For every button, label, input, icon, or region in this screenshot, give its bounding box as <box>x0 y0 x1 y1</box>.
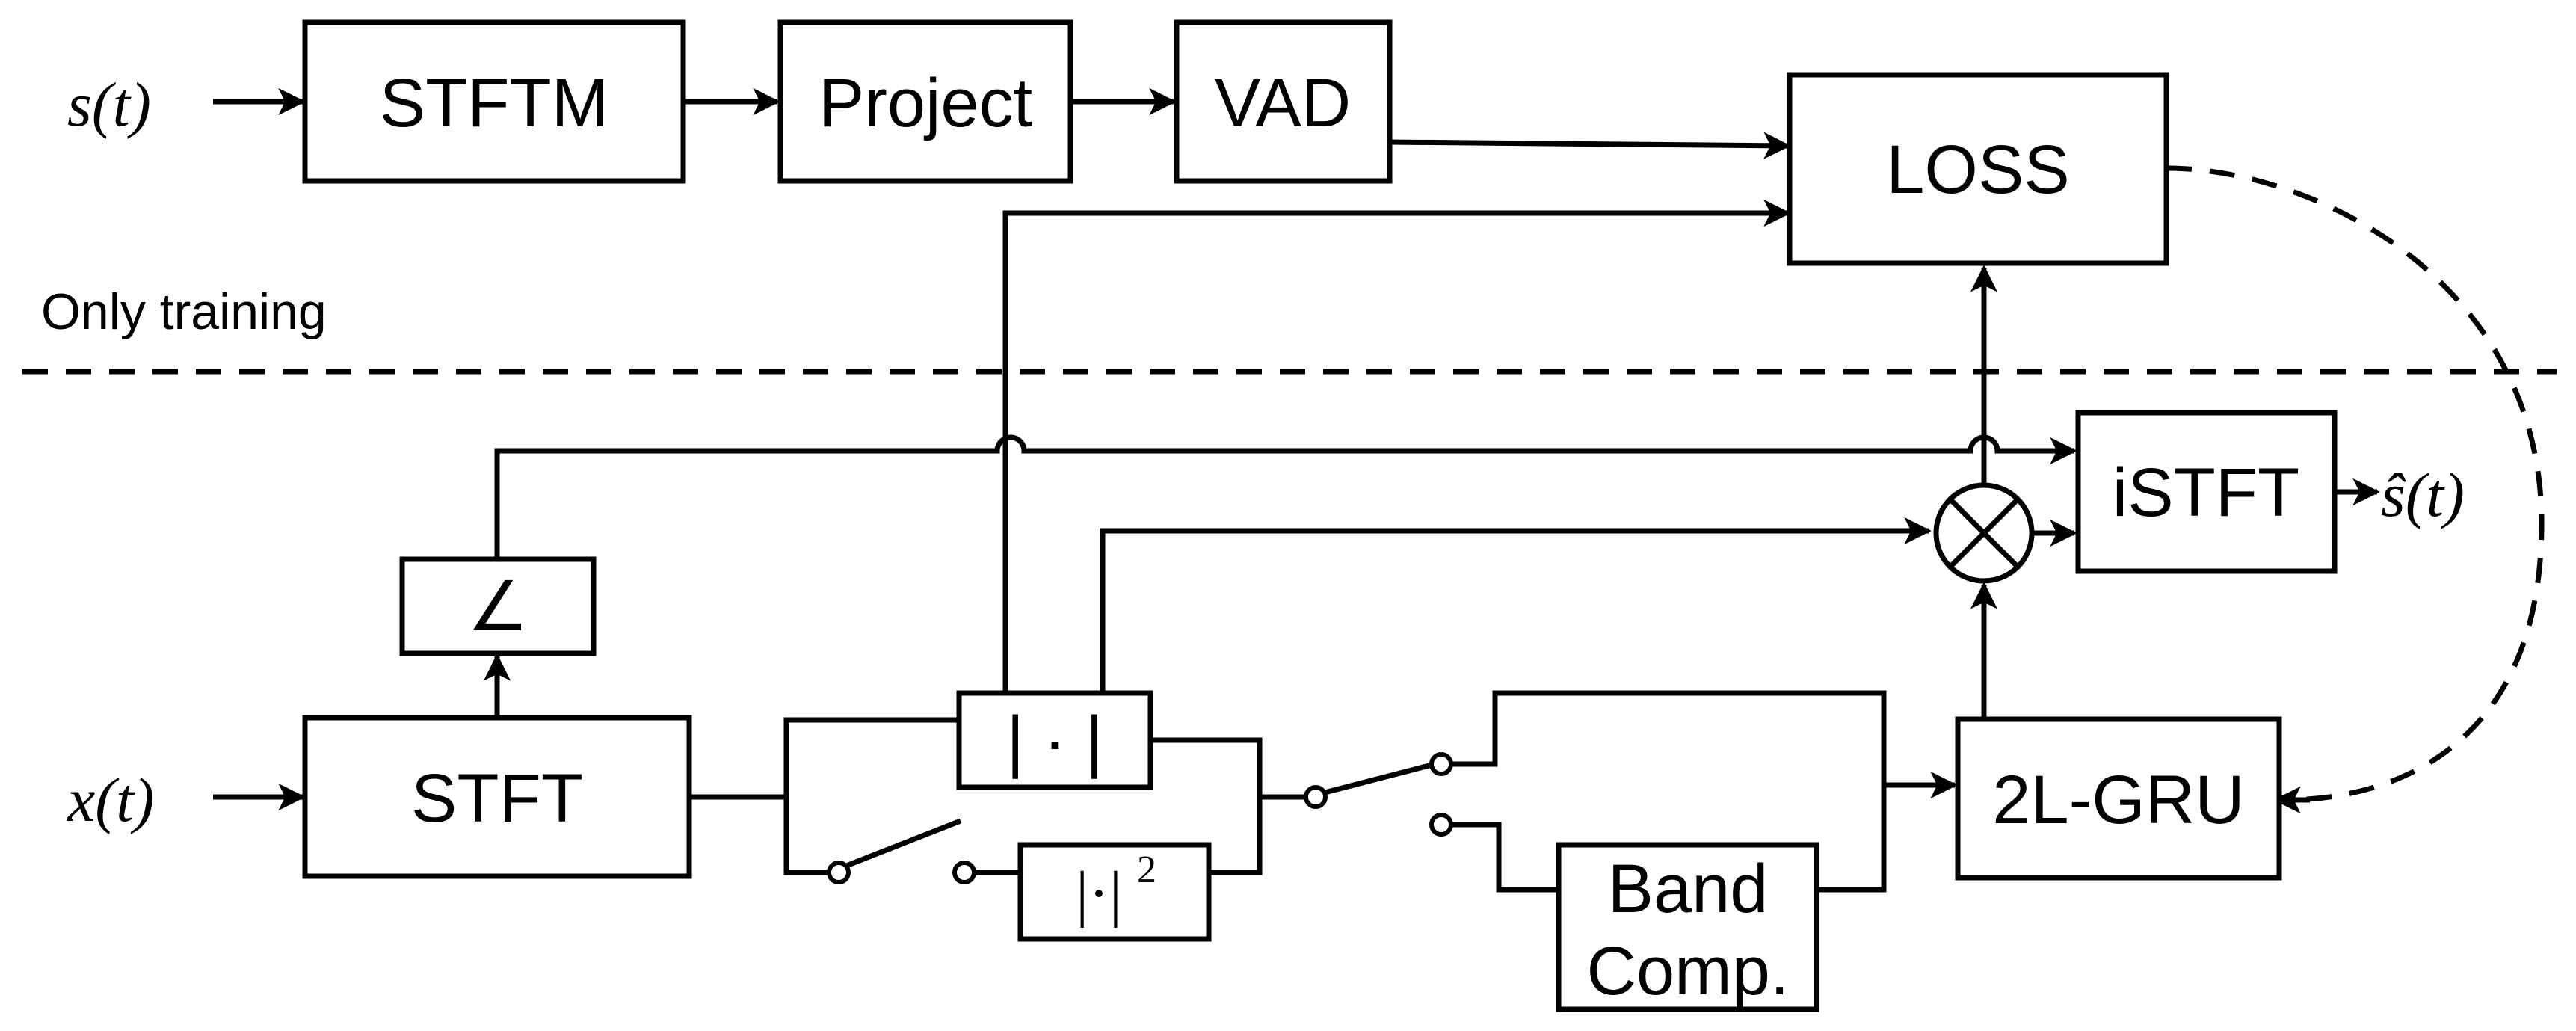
istft-block <box>2075 410 2338 574</box>
vad-block <box>1174 19 1393 184</box>
gru-block <box>1955 716 2282 881</box>
recombine-wire <box>1150 737 1263 875</box>
switch-2-contact-upper <box>1429 752 1453 776</box>
power-label: |·| <box>1076 859 1122 929</box>
project-label: Project <box>819 65 1032 141</box>
gru-label: 2L-GRU <box>1992 762 2244 838</box>
switch-1-contact <box>952 861 976 884</box>
loss-feedback-curve <box>2166 165 2545 803</box>
switch-2-contact-lower <box>1429 813 1453 837</box>
section-label: Only training <box>41 283 327 340</box>
upper-branch-wire <box>783 717 959 797</box>
magnitude-to-multiplier-line <box>1100 517 1932 693</box>
output-signal-label: ŝ(t) <box>2381 461 2465 530</box>
clean-signal-label: s(t) <box>67 70 151 140</box>
switch-1-pivot <box>827 861 851 884</box>
band-comp-label-line1: Band <box>1608 851 1769 927</box>
phase-block <box>399 556 597 656</box>
switch-2-blade <box>1324 763 1430 795</box>
stft-block <box>302 715 692 879</box>
band-comp-label-line2: Comp. <box>1587 933 1790 1009</box>
multiplier-cross-b <box>1948 497 2020 569</box>
phase-label: ∠ <box>467 569 529 645</box>
stft-label: STFT <box>411 760 583 837</box>
magnitude-label: | · | <box>1006 703 1103 779</box>
direct-to-gru-wire <box>1451 690 1958 799</box>
loss-label: LOSS <box>1886 132 2069 208</box>
stftm-label: STFTM <box>380 65 609 141</box>
power-block <box>1017 842 1212 942</box>
switch-1-blade <box>841 818 962 870</box>
power-exponent: 2 <box>1137 849 1156 891</box>
band-comp-output-wire <box>1817 785 1887 893</box>
project-block <box>777 19 1073 184</box>
noisy-signal-label: x(t) <box>66 766 155 835</box>
arrow-vad-to-loss <box>1389 132 1791 159</box>
phase-to-istft-line <box>494 434 2077 559</box>
loss-block <box>1787 72 2169 266</box>
switch-2-pivot <box>1304 785 1328 809</box>
vad-label: VAD <box>1215 65 1351 141</box>
lower-branch-wire <box>783 797 831 875</box>
magnitude-to-loss-line <box>1002 199 1791 693</box>
band-comp-block <box>1556 842 1819 1012</box>
magnitude-block <box>956 690 1153 790</box>
to-band-comp-wire <box>1451 822 1559 893</box>
istft-label: iSTFT <box>2113 455 2299 531</box>
